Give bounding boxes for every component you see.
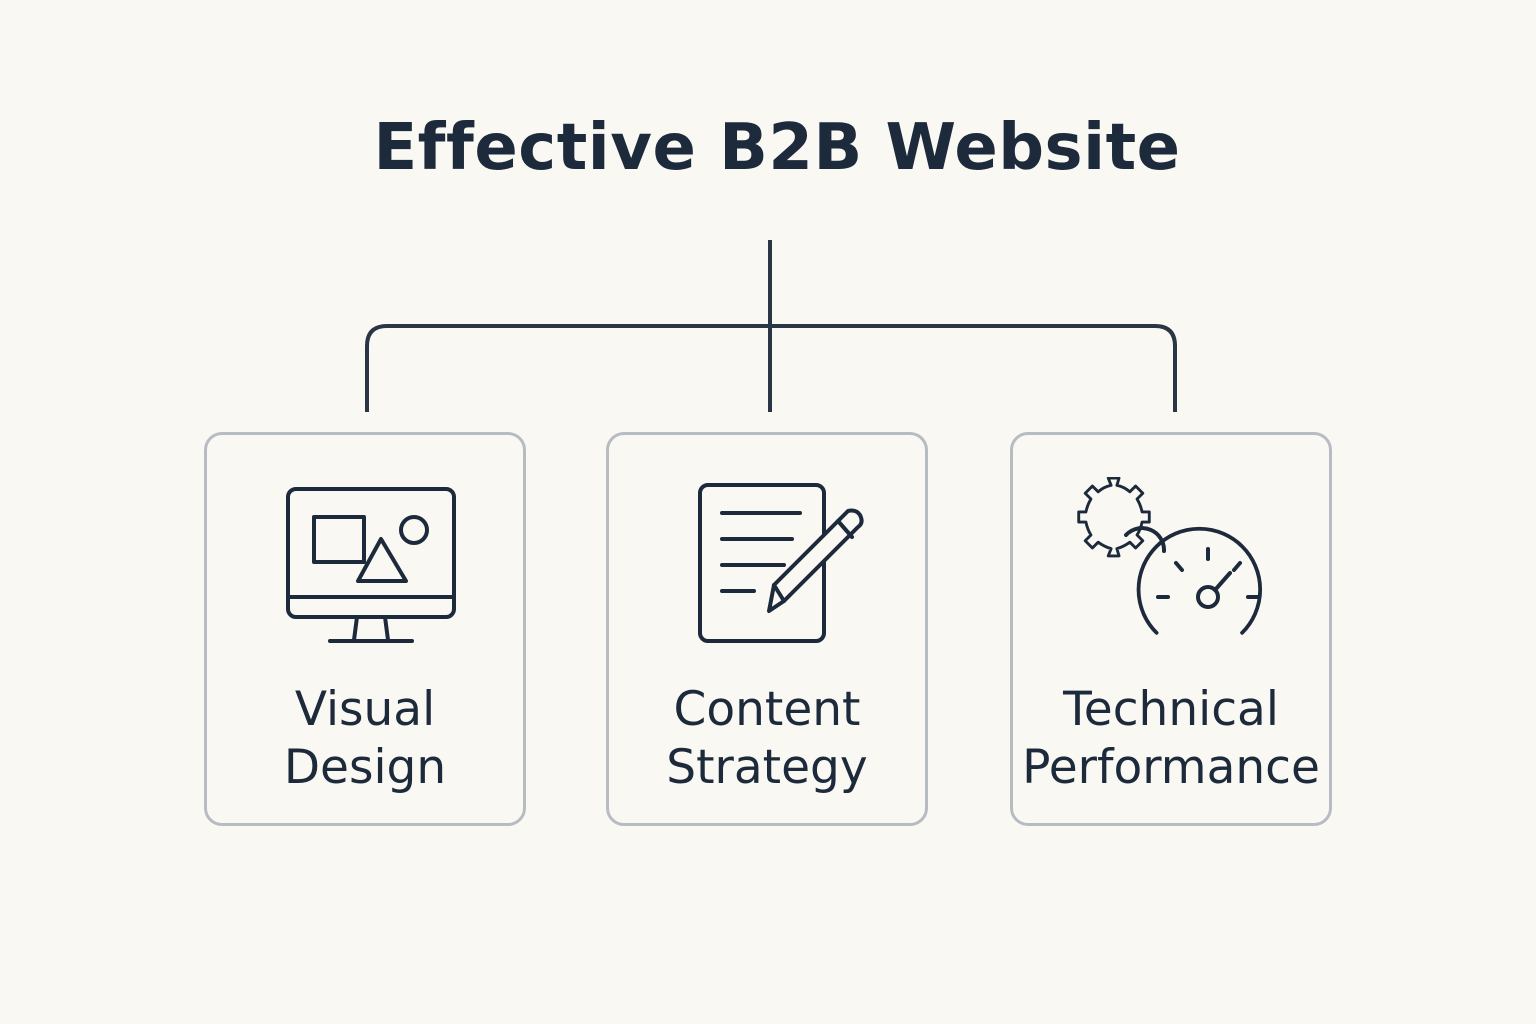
card-label: Content Strategy [666, 682, 868, 795]
document-pencil-icon [698, 483, 864, 643]
card-label: Visual Design [283, 682, 447, 795]
card-visual-design: Visual Design [204, 432, 526, 826]
card-content-strategy: Content Strategy [606, 432, 928, 826]
card-label: Technical Performance [1022, 682, 1320, 795]
speedometer-icon [1136, 526, 1262, 635]
card-technical-performance: Technical Performance [1010, 432, 1332, 826]
connector-branch-left [365, 324, 770, 412]
monitor-shapes-icon [286, 487, 456, 643]
gear-icon [1077, 477, 1151, 558]
gear-speedometer-icon [1077, 477, 1262, 635]
connector-branch-right [770, 324, 1177, 412]
diagram-title: Effective B2B Website [373, 111, 1181, 185]
